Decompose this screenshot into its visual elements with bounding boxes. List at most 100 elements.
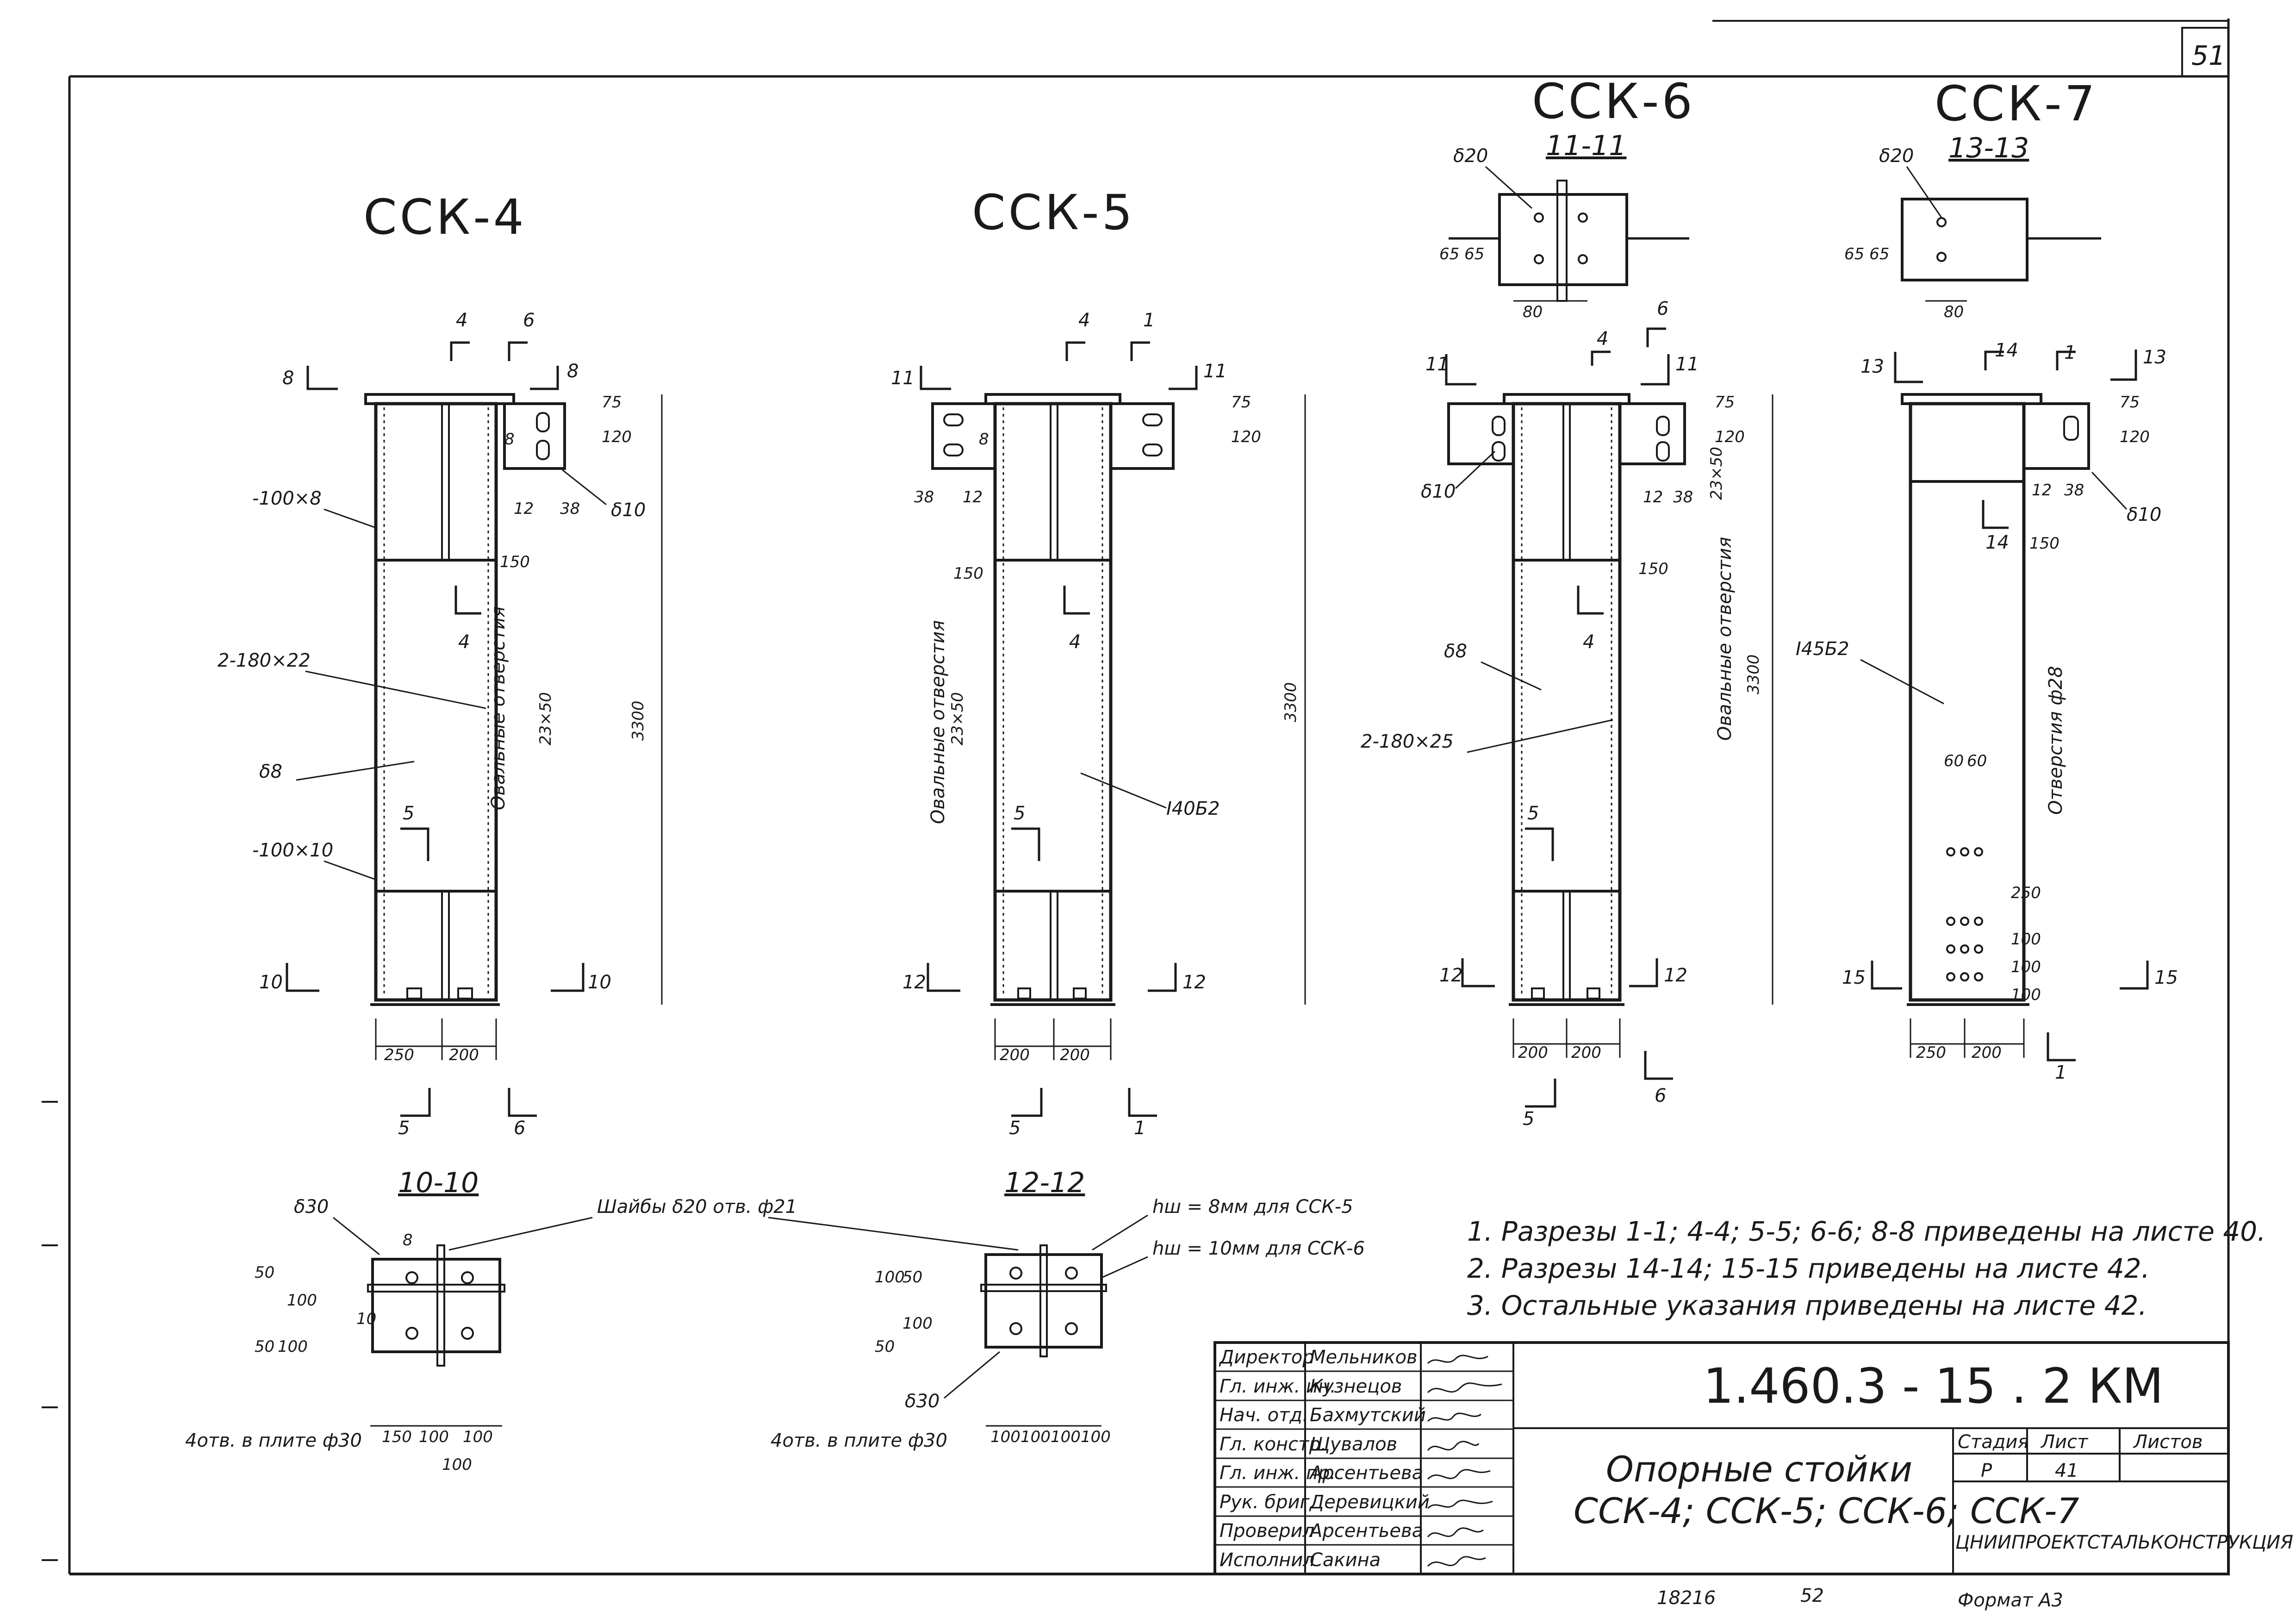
ssk7-title: ССК-7: [1935, 75, 2098, 132]
ssk5-bracket-right: [1109, 402, 1175, 470]
ssk4-shaft: [374, 402, 498, 1002]
ssk6-holes-label: Овальные отверстия: [1714, 537, 1736, 741]
ssk4-dim-75: 75: [602, 393, 622, 412]
s10-d8: 8: [403, 1231, 413, 1249]
role-2: Нач. отд.: [1220, 1405, 1308, 1426]
sheet-value: 41: [2055, 1460, 2078, 1481]
ssk7-sec-mid-14: 14: [1985, 532, 2009, 553]
column-ssk6: ССК-6 11-11 δ20 65 65 80 11: [1361, 73, 1773, 1130]
s12-holes: 4отв. в плите ф30: [771, 1430, 947, 1451]
ssk7-dim-w200: 200: [1972, 1043, 2002, 1062]
sheets-header: Листов: [2133, 1431, 2203, 1453]
name-7: Сакина: [1310, 1549, 1381, 1571]
name-2: Бахмутский: [1310, 1405, 1426, 1426]
name-3: Щувалов: [1310, 1434, 1397, 1455]
ssk6-dim-65: 65 65: [1439, 245, 1484, 263]
ssk4-callout-channels: 2-180×22: [218, 650, 311, 671]
ssk6-dim-80: 80: [1523, 303, 1543, 321]
ssk5-sec-bottom-right: 12: [1182, 972, 1206, 993]
ssk7-dim-65: 65 65: [1844, 245, 1889, 263]
footer: 18216 52 Формат А3: [1657, 1585, 2063, 1611]
ssk5-dim-3300: 3300: [1282, 682, 1300, 722]
ssk6-sec-mid-4: 4: [1583, 631, 1594, 653]
ssk7-dim-12: 12: [2032, 481, 2052, 500]
ssk7-sec-top-left: 13: [1860, 356, 1884, 377]
s10-dim-2: 100: [463, 1428, 493, 1446]
ssk4-sec-mid-4: 4: [458, 631, 470, 653]
ssk6-sec-mid-5: 5: [1527, 803, 1539, 824]
ssk5-sec-mid-5: 5: [1014, 803, 1025, 824]
note-3: 3. Остальные указания приведены на листе…: [1467, 1290, 2147, 1321]
s10-dim-0: 150: [382, 1428, 412, 1446]
sheet-header: Лист: [2040, 1431, 2089, 1453]
ssk4-dim-3300: 3300: [629, 700, 647, 741]
ssk5-sec-left-top: 11: [891, 368, 915, 389]
s10-side-3: 100: [278, 1337, 308, 1356]
name-6: Арсентьева: [1308, 1520, 1423, 1542]
ssk7-dim-100c: 100: [2011, 986, 2041, 1004]
ssk5-dim-200a: 200: [1000, 1046, 1030, 1064]
footer-format: Формат А3: [1958, 1590, 2063, 1611]
ssk5-sec-bottom-left: 12: [902, 972, 926, 993]
ssk6-dim-75: 75: [1715, 393, 1735, 412]
ssk6-dim-200a: 200: [1518, 1043, 1548, 1062]
organization: ЦНИИПРОЕКТСТАЛЬКОНСТРУКЦИЯ: [1955, 1532, 2293, 1553]
ssk7-sec-14: 14: [1995, 340, 2018, 361]
ssk7-dim-120: 120: [2120, 428, 2150, 446]
ssk4-callout-bracket: δ10: [611, 500, 646, 521]
ssk6-sec-top-right: 11: [1675, 354, 1699, 375]
ssk4-dim-8: 8: [504, 430, 515, 449]
drawing-title-line1: Опорные стойки: [1606, 1449, 1912, 1490]
s10-side-0: 50: [255, 1263, 274, 1282]
ssk5-sec-foot-right: 1: [1134, 1118, 1145, 1139]
ssk7-callout-bracket: δ10: [2127, 504, 2161, 525]
ssk4-sec-bottom-right: 10: [588, 972, 611, 993]
s10-title: 10-10: [398, 1167, 479, 1199]
ssk5-holes-label: Овальные отверстия: [927, 620, 949, 824]
role-1: Гл. инж. ин.: [1220, 1376, 1336, 1397]
ssk4-sec-foot-left: 5: [398, 1118, 410, 1139]
ssk7-callout-plate: δ20: [1879, 145, 1914, 167]
ssk7-shaft: [1909, 402, 2026, 1002]
stage-value: Р: [1981, 1460, 1992, 1481]
s12-side-1: 50: [902, 1268, 922, 1287]
sheet-frame: 51: [42, 19, 2230, 1575]
ssk4-callout-plate-bottom: -100×10: [252, 840, 333, 861]
ssk7-dim-75: 75: [2120, 393, 2140, 412]
ssk4-title: ССК-4: [363, 189, 527, 245]
ssk4-sec-right-top: 8: [567, 361, 579, 382]
ssk6-sec-bottom-right: 12: [1664, 965, 1687, 986]
ssk7-dim-100a: 100: [2011, 930, 2041, 949]
ssk6-title: ССК-6: [1532, 73, 1695, 130]
ssk7-dim-150: 150: [2029, 534, 2060, 553]
name-5: Деревицкий: [1309, 1492, 1430, 1513]
ssk7-top-plan: [1901, 198, 2028, 281]
role-6: Проверил: [1220, 1520, 1314, 1542]
s12-dim-0: 100: [990, 1428, 1020, 1446]
ssk4-dim-200: 200: [449, 1046, 479, 1064]
column-ssk4: ССК-4 4 6 8 8 10 10 4 5 5 6: [218, 189, 663, 1139]
s10-holes: 4отв. в плите ф30: [185, 1430, 362, 1451]
ssk7-dim-60a: 60: [1944, 752, 1964, 770]
ssk5-dim-75: 75: [1231, 393, 1251, 412]
ssk7-section-title: 13-13: [1948, 132, 2029, 164]
s10-plate: δ30: [294, 1196, 329, 1218]
s10-dim-1: 100: [419, 1428, 449, 1446]
stage-header: Стадия: [1958, 1431, 2028, 1453]
washer-notes: Шайбы δ20 отв. ф21 hш = 8мм для ССК-5 hш…: [448, 1196, 1365, 1279]
ssk4-dim-250: 250: [384, 1046, 414, 1064]
hw-note-2: hш = 10мм для ССК-6: [1152, 1238, 1365, 1259]
ssk7-bracket: [2022, 402, 2090, 470]
ssk5-sec-right-top: 11: [1203, 361, 1227, 382]
ssk4-sec-top-left: 4: [456, 310, 467, 331]
ssk7-dim-100b: 100: [2011, 958, 2041, 976]
s12-side-2: 50: [875, 1337, 895, 1356]
ssk4-callout-plate-top: -100×8: [252, 488, 322, 509]
ssk4-callout-web: δ8: [259, 761, 282, 782]
s12-dim-2: 100: [1051, 1428, 1081, 1446]
ssk5-dim-150: 150: [953, 564, 983, 583]
hw-note-1: hш = 8мм для ССК-5: [1152, 1196, 1353, 1218]
name-1: Кузнецов: [1310, 1376, 1402, 1397]
ssk6-shaft: [1512, 402, 1622, 1002]
